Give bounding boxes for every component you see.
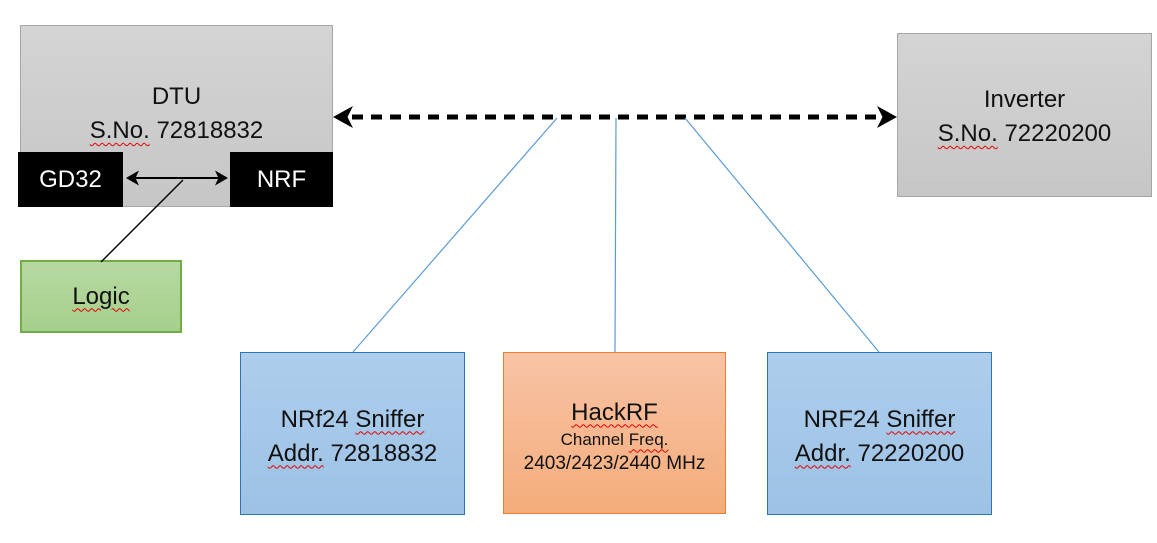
- inverter-serial-prefix: S.No.: [937, 120, 998, 147]
- gd32-chip: GD32: [18, 152, 123, 207]
- hackrf-subtitle-word1: Channel: [560, 429, 624, 449]
- sniffer-right-address: Addr. 72220200: [795, 437, 965, 471]
- sniffer-left-box: NRf24 Sniffer Addr. 72818832: [240, 352, 465, 515]
- inverter-title: Inverter: [983, 86, 1066, 113]
- dtu-serial-number: 72818832: [156, 117, 264, 144]
- inverter-serial-number: 72220200: [1004, 120, 1112, 147]
- hackrf-title: HackRF: [571, 398, 658, 426]
- dtu-serial-prefix: S.No.: [89, 117, 150, 144]
- dashed-arrowhead-left: [333, 106, 353, 128]
- sniffer-right-connector-line: [684, 117, 880, 353]
- gd32-label: GD32: [39, 165, 102, 193]
- hackrf-subtitle-word2: Freq.: [628, 429, 669, 449]
- nrf-label: NRF: [256, 165, 307, 193]
- dashed-arrowhead-right: [877, 106, 897, 128]
- hackrf-frequencies: 2403/2423/2440 MHz: [523, 452, 706, 474]
- sniffer-left-connector-line: [352, 117, 558, 353]
- inverter-serial: S.No. 72220200: [938, 117, 1111, 151]
- logic-label: Logic: [72, 282, 130, 310]
- nrf-chip: NRF: [230, 152, 333, 207]
- inverter-box: Inverter S.No. 72220200: [897, 33, 1152, 197]
- logic-box: Logic: [20, 260, 182, 333]
- sniffer-right-title: NRF24 Sniffer: [804, 403, 956, 437]
- sniffer-right-device: NRF24: [803, 405, 880, 433]
- sniffer-right-role: Sniffer: [886, 405, 956, 433]
- dtu-title: DTU: [151, 83, 202, 110]
- hackrf-connector-line: [614, 117, 617, 353]
- sniffer-left-device: NRf24: [280, 405, 349, 433]
- sniffer-left-addr-prefix: Addr.: [267, 439, 324, 467]
- dtu-inverter-dashed-arrow: [333, 106, 897, 128]
- sniffer-right-addr-prefix: Addr.: [794, 439, 851, 467]
- sniffer-left-addr-number: 72818832: [330, 439, 438, 467]
- sniffer-right-addr-number: 72220200: [857, 439, 965, 467]
- sniffer-right-box: NRF24 Sniffer Addr. 72220200: [767, 352, 992, 515]
- sniffer-left-role: Sniffer: [355, 405, 425, 433]
- hackrf-subtitle: Channel Freq.: [561, 428, 669, 452]
- dtu-serial: S.No. 72818832: [90, 114, 263, 148]
- sniffer-left-address: Addr. 72818832: [268, 437, 438, 471]
- sniffer-left-title: NRf24 Sniffer: [281, 403, 425, 437]
- hackrf-box: HackRF Channel Freq. 2403/2423/2440 MHz: [503, 352, 726, 514]
